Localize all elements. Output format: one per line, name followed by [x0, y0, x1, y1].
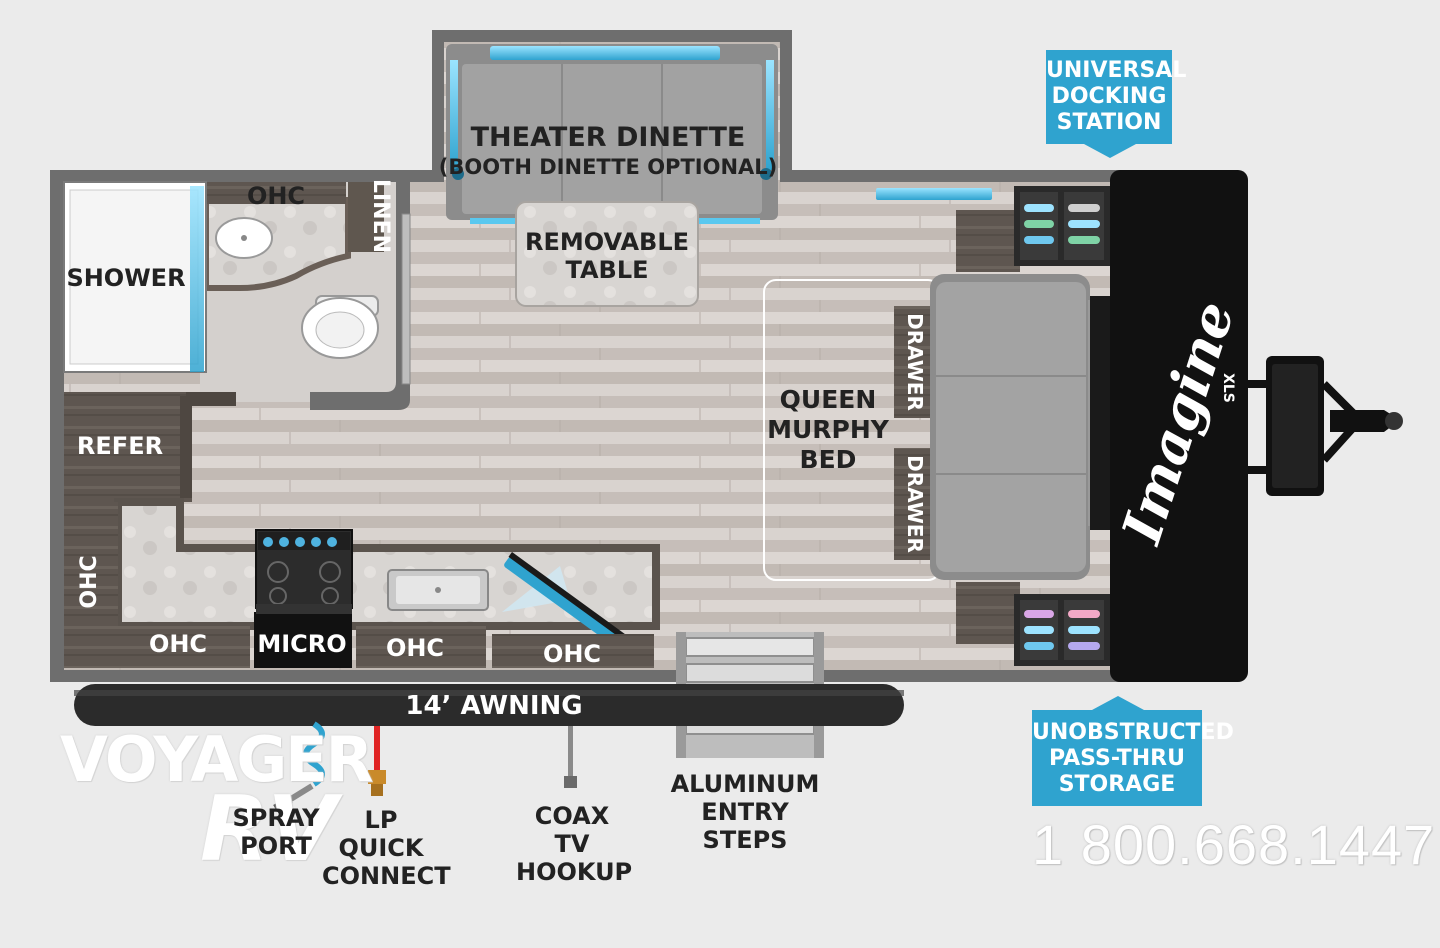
spray-port-icon — [273, 721, 325, 812]
galley-sink-icon — [387, 569, 489, 611]
ohc-cabinet-1 — [118, 626, 250, 668]
phone-number: 1 800.668.1447 — [1032, 813, 1436, 876]
hitch — [1248, 356, 1403, 496]
ohc-cabinet-3 — [492, 634, 654, 668]
ohc-bath-cabinet — [206, 182, 346, 204]
refer — [64, 392, 192, 502]
stove-icon — [255, 529, 353, 609]
storage-callout: UNOBSTRUCTED PASS-THRU STORAGE — [1032, 710, 1234, 806]
ohc-cabinet-2 — [356, 626, 486, 668]
ohc-side-label: OHC — [77, 555, 102, 608]
front-cabinet-top — [956, 210, 1020, 272]
coax-line-1: COAX TV — [534, 802, 610, 858]
storage-line-3: STORAGE — [1058, 772, 1176, 797]
storage-bins-bottom — [1014, 594, 1110, 666]
coax-icon — [564, 726, 577, 788]
docking-line-3: STATION — [1056, 110, 1162, 135]
spray-port-line-1: SPRAY — [232, 804, 320, 832]
steps-label: ALUMINUM ENTRY STEPS — [664, 770, 826, 854]
voyager-rv-watermark: VOYAGER RV — [60, 729, 373, 882]
drawer-top-label: DRAWER — [903, 313, 927, 411]
removable-table-label-2: TABLE — [565, 256, 648, 284]
storage-line-1: UNOBSTRUCTED — [1032, 720, 1234, 745]
watermark-line-1: VOYAGER — [60, 723, 373, 796]
spray-port-line-2: PORT — [240, 832, 312, 860]
shower-glass — [190, 186, 204, 372]
drawer-bottom — [894, 448, 930, 560]
bathroom — [200, 182, 410, 410]
front-cabinet-bottom — [956, 582, 1020, 644]
docking-line-1: UNIVERSAL — [1046, 58, 1187, 83]
micro-label: MICRO — [257, 630, 346, 658]
linen-label: LINEN — [368, 179, 393, 253]
lp-connect-label: LP QUICK CONNECT — [322, 806, 451, 890]
ohc-bath-label: OHC — [247, 182, 305, 210]
storage-callout-arrow — [1092, 696, 1144, 710]
front-cap — [1110, 170, 1248, 682]
drawer-top — [894, 306, 930, 418]
removable-table — [515, 201, 699, 307]
spray-port-label: SPRAY PORT — [224, 804, 328, 860]
ohc-3-label: OHC — [543, 640, 601, 668]
docking-line-2: DOCKING — [1051, 84, 1167, 109]
docking-callout: UNIVERSAL DOCKING STATION — [1046, 50, 1187, 144]
steps-line-1: ALUMINUM — [670, 770, 820, 798]
queen-label-2: MURPHY — [767, 415, 890, 444]
sofa — [930, 274, 1110, 580]
coax-line-2: HOOKUP — [516, 858, 633, 886]
lp-connect-icon — [368, 726, 386, 796]
refer-label: REFER — [77, 432, 163, 460]
booth-dinette-label: (BOOTH DINETTE OPTIONAL) — [439, 155, 778, 179]
ohc-2-label: OHC — [386, 634, 444, 662]
drawer-bottom-label: DRAWER — [903, 455, 927, 553]
steps-line-2: ENTRY STEPS — [701, 798, 789, 854]
bath-door-track — [401, 213, 411, 385]
awning-label: 14’ AWNING — [405, 691, 582, 721]
queen-label-1: QUEEN — [780, 385, 877, 414]
theater-dinette-label: THEATER DINETTE — [471, 122, 746, 153]
storage-line-2: PASS-THRU — [1049, 746, 1185, 771]
theater-dinette — [446, 44, 778, 224]
brand-trim: XLS — [1220, 373, 1236, 403]
ohc-1-label: OHC — [149, 630, 207, 658]
watermark-line-2: RV — [200, 777, 337, 882]
vent-top — [876, 188, 992, 200]
lp-connect-line-2: CONNECT — [322, 862, 451, 890]
removable-table-label-1: REMOVABLE — [525, 228, 689, 256]
docking-callout-arrow — [1084, 144, 1136, 158]
shower-label: SHOWER — [66, 264, 185, 292]
lp-connect-line-1: LP QUICK — [338, 806, 424, 862]
queen-label-3: BED — [800, 445, 857, 474]
ohc-side-cabinet — [64, 502, 118, 668]
toilet-icon — [301, 295, 379, 359]
storage-bins-top — [1014, 186, 1110, 266]
coax-label: COAX TV HOOKUP — [516, 802, 633, 886]
micro — [254, 612, 352, 668]
